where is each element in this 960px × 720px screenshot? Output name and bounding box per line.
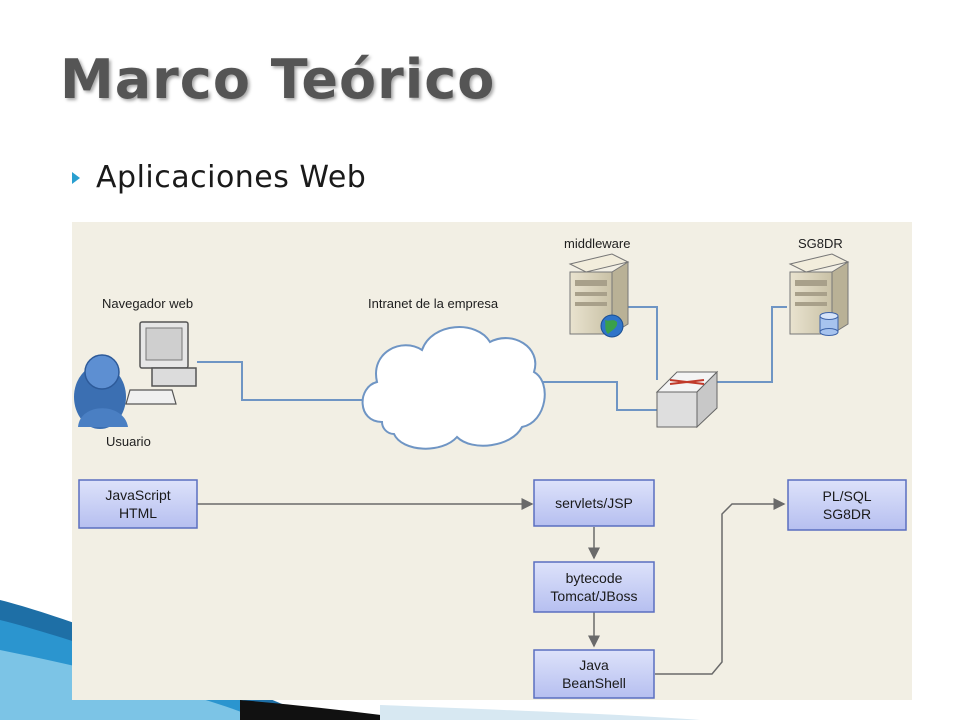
- network-switch-icon: [655, 370, 719, 429]
- bytecode-box-line1: bytecode: [566, 570, 623, 586]
- desktop-computer-icon: [125, 321, 197, 405]
- client-box: [78, 479, 198, 529]
- client-box-line1: JavaScript: [105, 487, 170, 503]
- java-box: [533, 649, 655, 699]
- servlets-box-label: servlets/JSP: [555, 495, 633, 511]
- triangle-right-icon: [72, 171, 80, 184]
- person-icon: [74, 354, 128, 429]
- globe-icon: [600, 314, 624, 338]
- client-box-line2: HTML: [119, 505, 157, 521]
- bullet-text: Aplicaciones Web: [96, 160, 367, 195]
- bytecode-box: [533, 561, 655, 613]
- flow-arrows: [197, 498, 786, 675]
- middleware-label: middleware: [564, 236, 630, 251]
- cloud-icon: [361, 326, 546, 450]
- web-architecture-diagram: Navegador web Usuario Intranet de la emp…: [72, 222, 912, 700]
- bytecode-box-line2: Tomcat/JBoss: [550, 588, 637, 604]
- slide-title: Marco Teórico: [60, 48, 496, 111]
- server-tower-icon: [788, 253, 850, 335]
- intranet-label: Intranet de la empresa: [368, 296, 499, 311]
- browser-label: Navegador web: [102, 296, 193, 311]
- java-box-line1: Java: [579, 657, 609, 673]
- user-label: Usuario: [106, 434, 151, 449]
- plsql-box-line1: PL/SQL: [822, 488, 871, 504]
- plsql-box-line2: SG8DR: [823, 506, 871, 522]
- servlets-box: [533, 479, 655, 527]
- database-icon: [819, 312, 839, 336]
- db-label: SG8DR: [798, 236, 843, 251]
- bullet-item: Aplicaciones Web: [72, 160, 366, 195]
- plsql-box: [787, 479, 907, 531]
- java-box-line2: BeanShell: [562, 675, 626, 691]
